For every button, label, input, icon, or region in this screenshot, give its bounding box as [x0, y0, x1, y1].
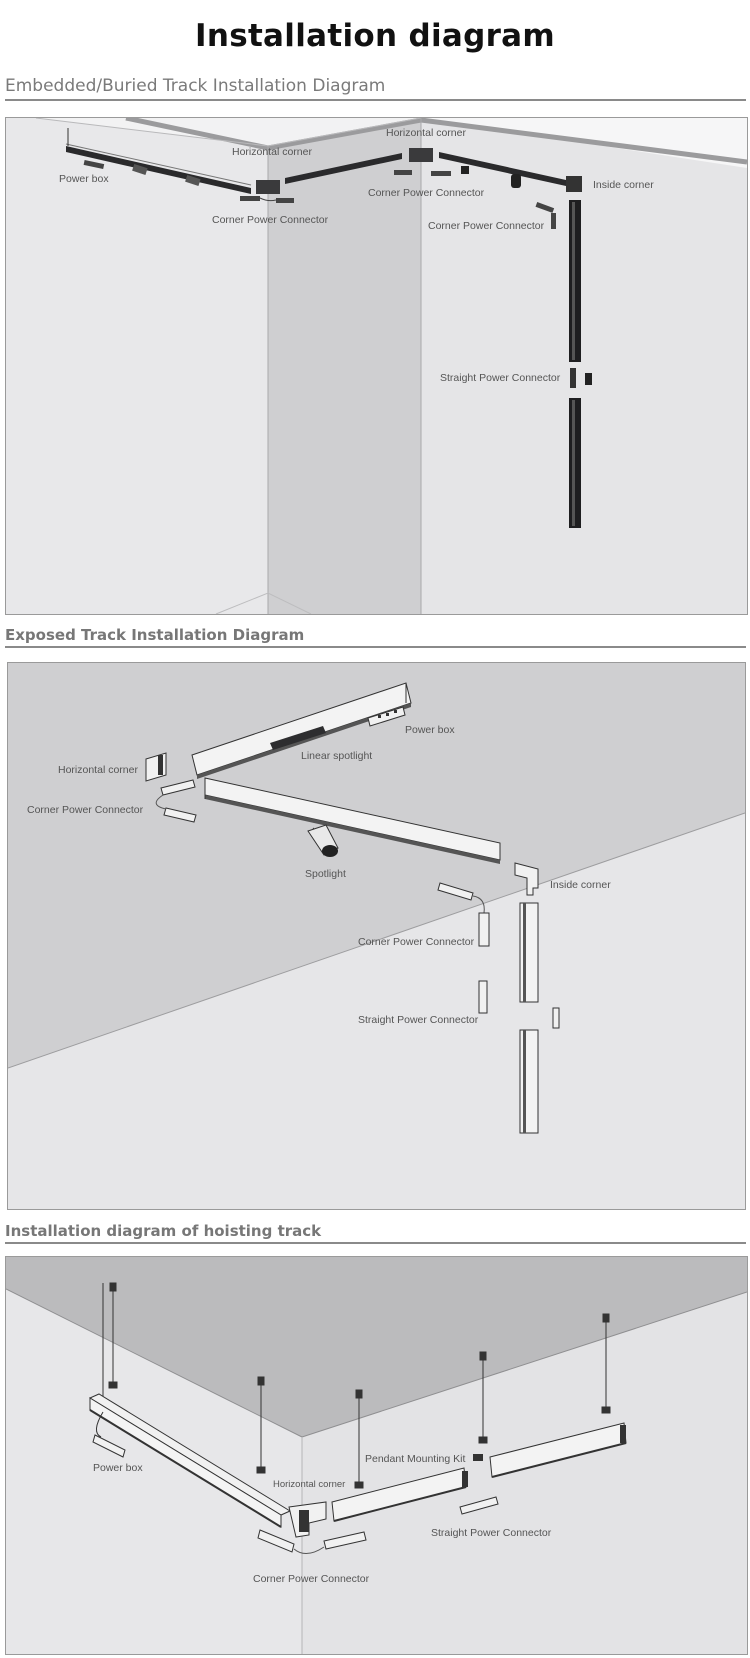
- label-straight-connector: Straight Power Connector: [358, 1014, 479, 1026]
- corner-connector-part: [240, 196, 294, 203]
- horizontal-corner-part: [256, 180, 280, 194]
- embedded-track-left: [65, 128, 252, 194]
- section-divider: [5, 1242, 746, 1244]
- hoisting-track-middle: [331, 1467, 468, 1522]
- section-divider: [5, 646, 746, 648]
- label-inside-corner: Inside corner: [550, 879, 611, 891]
- corner-connector-part: [535, 202, 556, 229]
- horizontal-corner-part: [288, 1501, 327, 1538]
- inside-corner-part: [514, 862, 539, 896]
- hoisting-track-diagram: Power box Horizontal corner Pendant Moun…: [5, 1256, 748, 1655]
- label-power-box: Power box: [405, 724, 455, 736]
- label-corner-connector-1: Corner Power Connector: [27, 804, 144, 816]
- label-pendant-kit: Pendant Mounting Kit: [365, 1453, 466, 1465]
- label-corner-connector-2: Corner Power Connector: [358, 936, 475, 948]
- label-corner-connector-1: Corner Power Connector: [212, 214, 329, 226]
- hoisting-room-illustration: [6, 1257, 747, 1654]
- label-horizontal-corner-1: Horizontal corner: [232, 146, 312, 158]
- label-corner-connector: Corner Power Connector: [253, 1573, 370, 1585]
- exposed-track-main: [204, 777, 501, 864]
- page-title: Installation diagram: [194, 18, 555, 54]
- corner-connector-part: [257, 1529, 367, 1554]
- spotlight-part: [307, 824, 339, 857]
- embedded-track-middle: [285, 153, 402, 184]
- label-linear-spotlight: Linear spotlight: [301, 750, 373, 762]
- power-box-part: [92, 1411, 126, 1458]
- section-heading-embedded: Embedded/Buried Track Installation Diagr…: [5, 76, 386, 96]
- section-heading-exposed: Exposed Track Installation Diagram: [5, 626, 305, 644]
- label-horizontal-corner-2: Horizontal corner: [386, 127, 466, 139]
- label-power-box: Power box: [59, 173, 109, 185]
- label-spotlight: Spotlight: [305, 868, 346, 880]
- linear-spotlight-part: [270, 726, 326, 750]
- label-power-box: Power box: [93, 1462, 143, 1474]
- inside-corner-part: [566, 176, 582, 192]
- hoisting-track-right: [489, 1422, 627, 1478]
- straight-connector-part: [459, 1496, 499, 1515]
- corner-connector-part: [155, 779, 197, 823]
- exposed-vertical-track: [519, 902, 560, 1134]
- embedded-track-right: [439, 152, 566, 186]
- pendant-kit-part: [473, 1454, 483, 1461]
- exposed-track-top: [191, 682, 412, 779]
- label-straight-connector: Straight Power Connector: [431, 1527, 552, 1539]
- horizontal-corner-part: [409, 148, 433, 162]
- label-horizontal-corner: Horizontal corner: [58, 764, 138, 776]
- label-straight-connector: Straight Power Connector: [440, 372, 561, 384]
- corner-connector-part: [437, 882, 490, 947]
- label-inside-corner: Inside corner: [593, 179, 654, 191]
- embedded-track-diagram: Power box Horizontal corner Corner Power…: [5, 117, 748, 615]
- label-horizontal-corner: Horizontal corner: [273, 1479, 346, 1490]
- label-corner-connector-3: Corner Power Connector: [428, 220, 545, 232]
- section-divider: [5, 99, 746, 101]
- horizontal-corner-part: [145, 752, 167, 782]
- exposed-track-diagram: Power box Linear spotlight Horizontal co…: [7, 662, 746, 1210]
- exposed-room-illustration: [8, 663, 745, 1209]
- power-box-part: [367, 706, 406, 727]
- corner-connector-part: [394, 170, 451, 176]
- pendant-cables: [102, 1282, 611, 1489]
- label-corner-connector-2: Corner Power Connector: [368, 187, 485, 199]
- straight-connector-part: [478, 980, 488, 1014]
- embedded-room-illustration: [6, 118, 747, 614]
- section-heading-hoisting: Installation diagram of hoisting track: [5, 1222, 322, 1240]
- straight-connector-part: [570, 368, 576, 388]
